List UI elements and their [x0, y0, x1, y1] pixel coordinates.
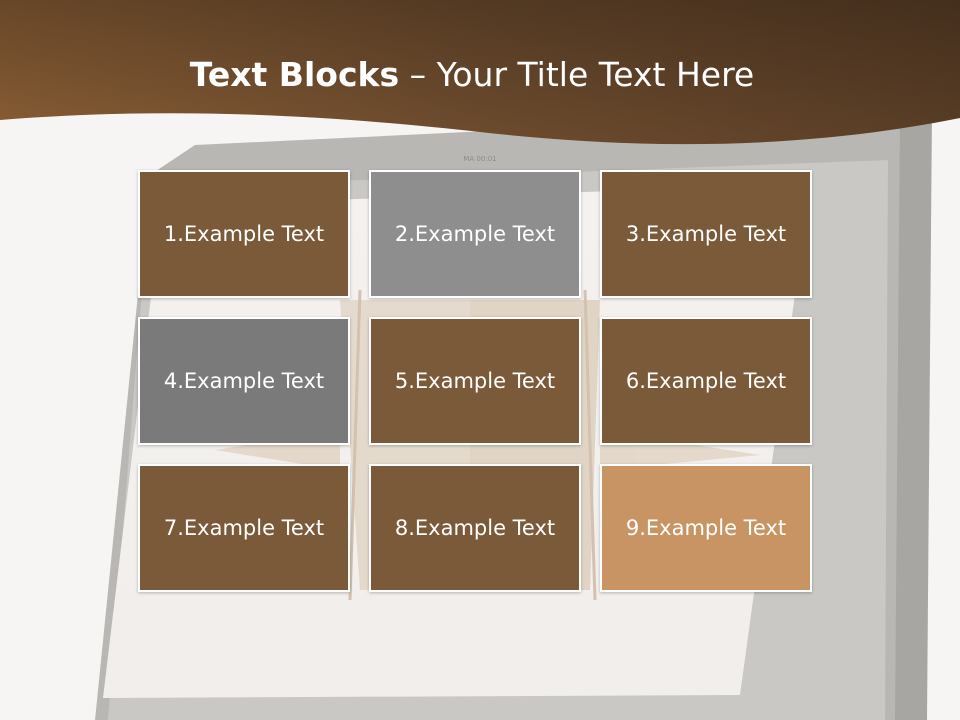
title-dash: –: [409, 55, 427, 94]
slide-title: Text Blocks – Your Title Text Here: [0, 52, 944, 98]
text-block-2[interactable]: 2.Example Text: [369, 170, 581, 298]
tablet-clock: MA 00:01: [463, 155, 496, 163]
text-block-3[interactable]: 3.Example Text: [600, 170, 812, 298]
title-bold: Text Blocks: [189, 55, 400, 94]
text-block-grid: 1.Example Text 2.Example Text 3.Example …: [138, 170, 812, 592]
text-block-1[interactable]: 1.Example Text: [138, 170, 350, 298]
text-block-9[interactable]: 9.Example Text: [600, 464, 812, 592]
text-block-6[interactable]: 6.Example Text: [600, 317, 812, 445]
text-block-7[interactable]: 7.Example Text: [138, 464, 350, 592]
text-block-5[interactable]: 5.Example Text: [369, 317, 581, 445]
text-block-8[interactable]: 8.Example Text: [369, 464, 581, 592]
text-block-4[interactable]: 4.Example Text: [138, 317, 350, 445]
title-rest: Your Title Text Here: [436, 55, 755, 94]
